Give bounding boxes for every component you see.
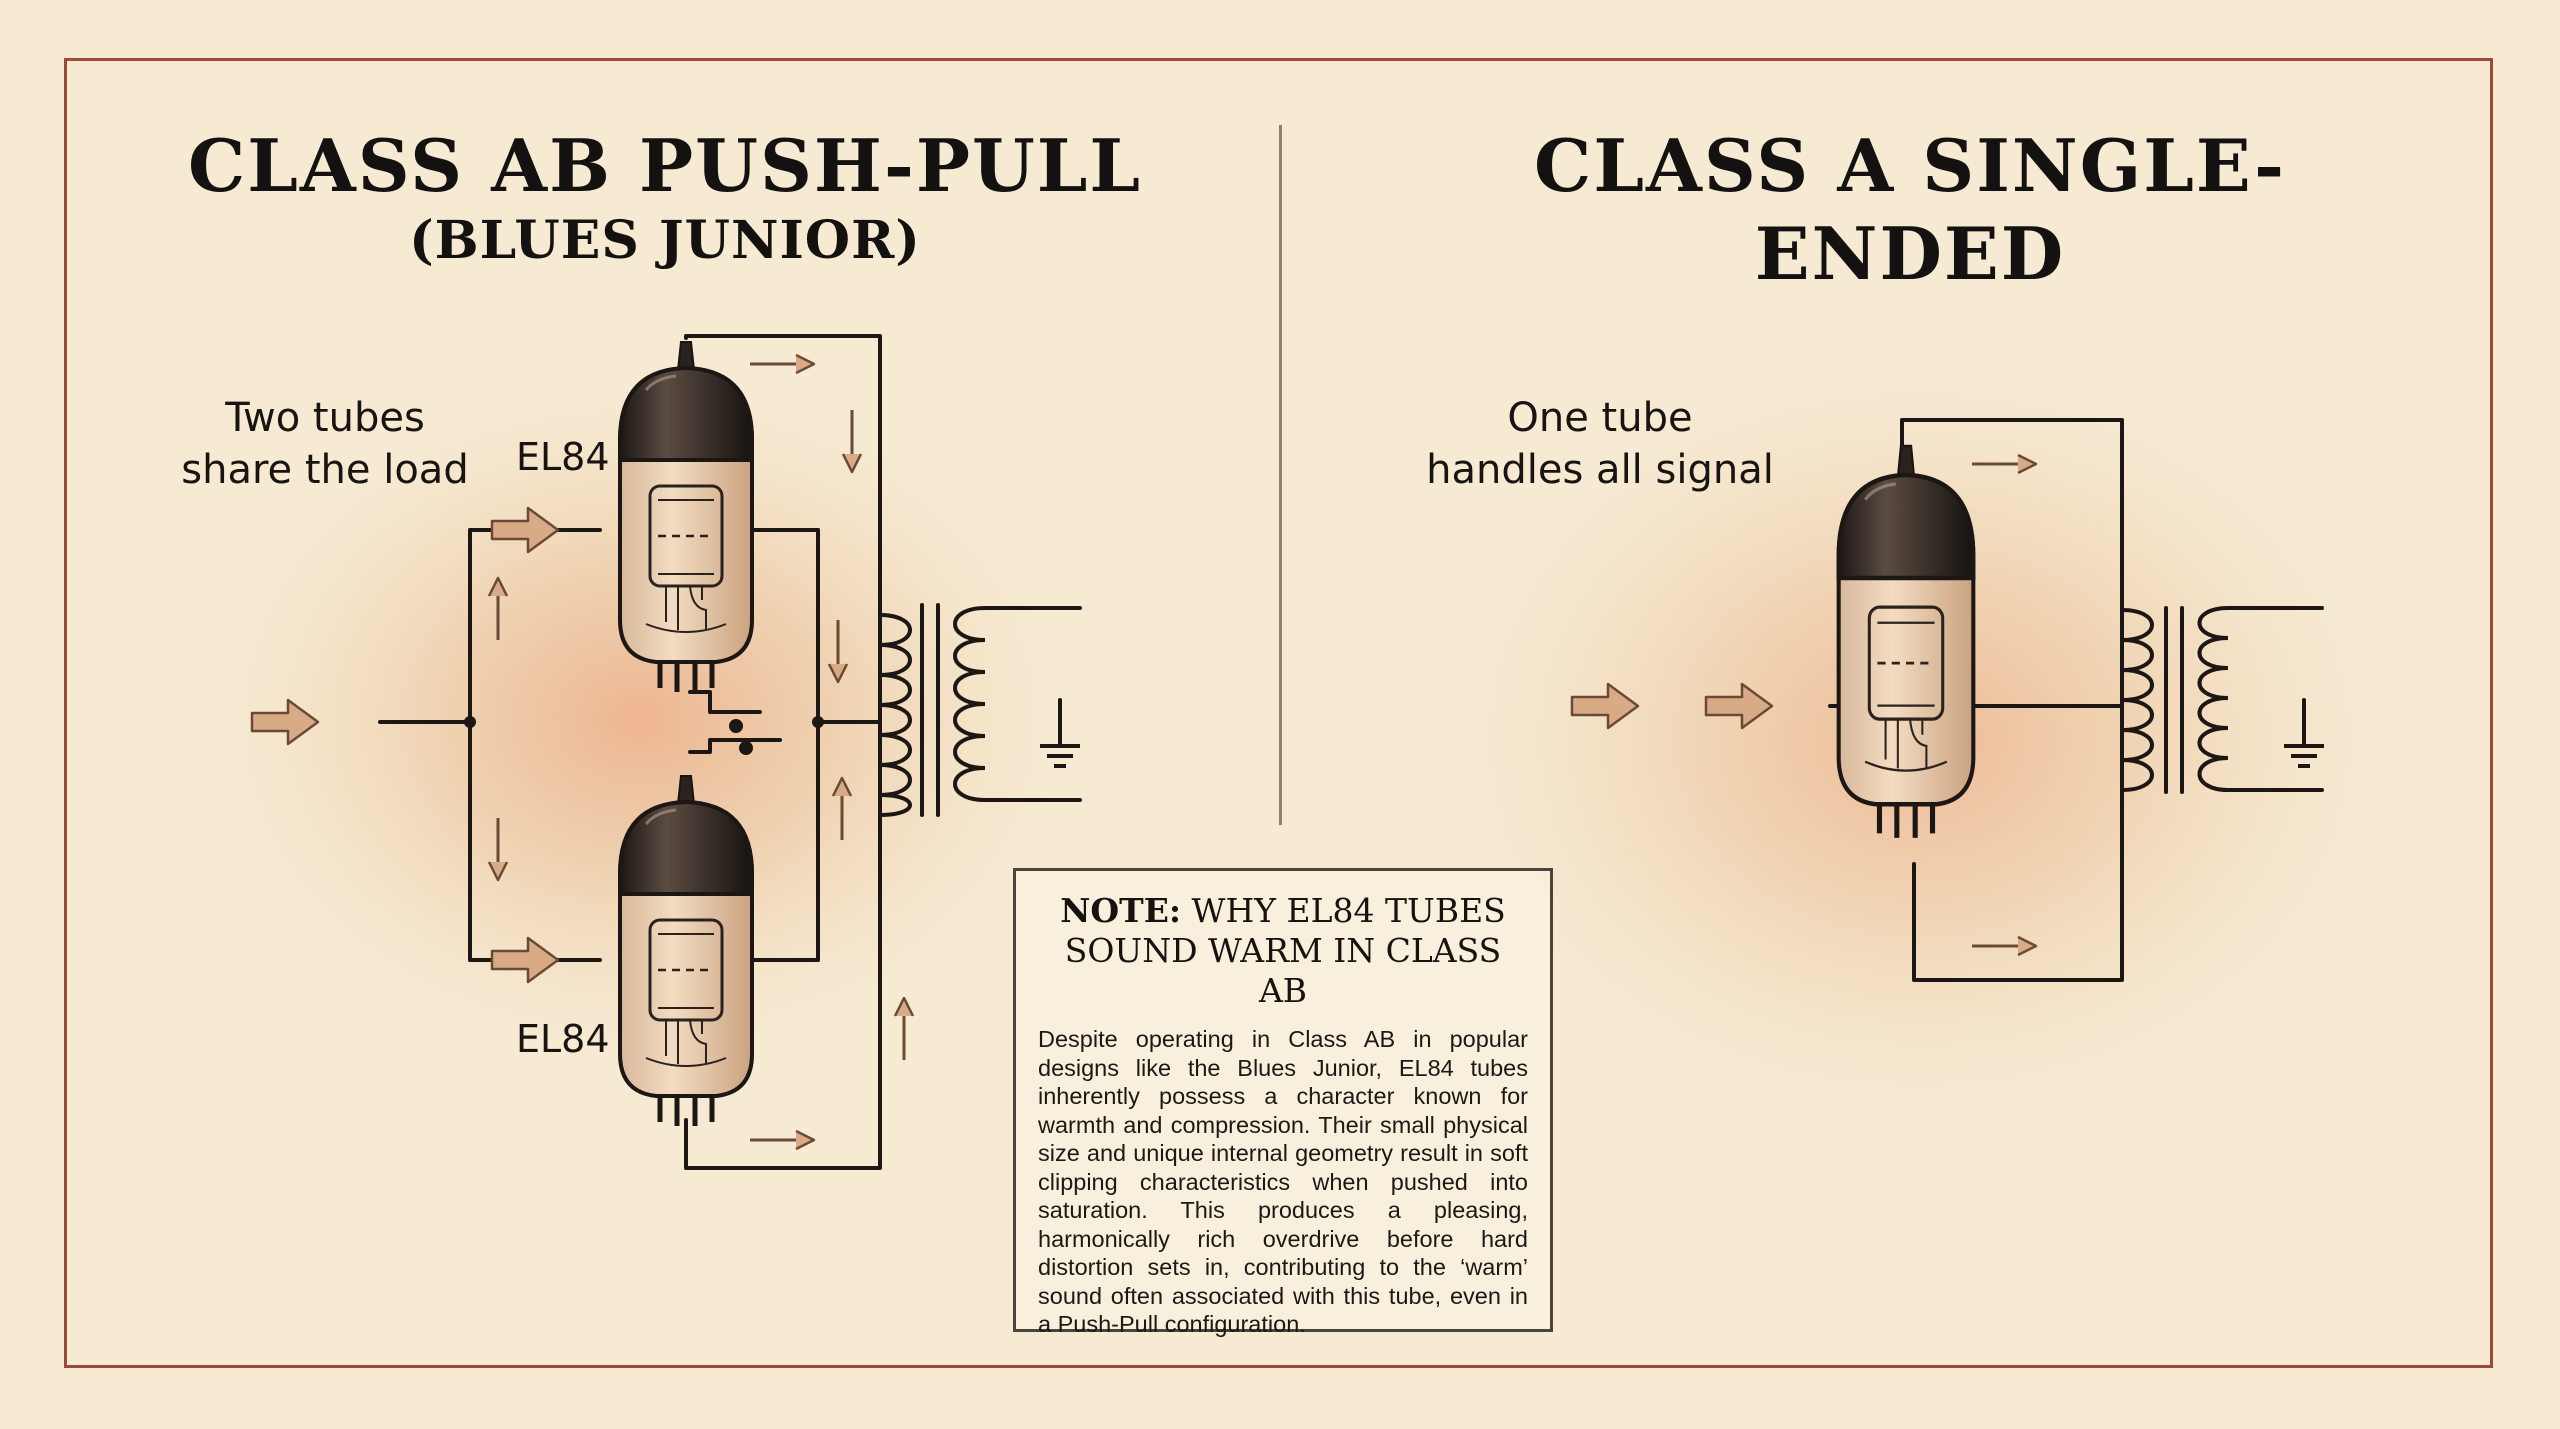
vacuum-tube-icon [620,342,752,692]
signal-arrow-icon [748,1129,816,1151]
left-watercolor-glow [220,390,1060,1050]
left-panel-title: CLASS AB PUSH-PULL [187,123,1143,208]
panel-divider [1279,125,1282,825]
note-heading: NOTE: WHY EL84 TUBES SOUND WARM IN CLASS… [1038,891,1528,1011]
page-border [64,58,2493,1368]
right-caption-line2: handles all signal [1426,447,1774,493]
right-caption-line1: One tube [1507,395,1693,441]
left-caption-line2: share the load [181,447,469,493]
vacuum-tube-icon [620,776,752,1126]
note-heading-prefix: NOTE: [1060,891,1182,930]
tube-label-top: EL84 [516,435,610,479]
vacuum-tube-icon [1839,446,1974,838]
tube-label-bottom: EL84 [516,1017,610,1061]
left-caption-line1: Two tubes [225,395,425,441]
right-panel-title: CLASS A SINGLE-ENDED [1534,123,2286,296]
note-heading-line1: WHY EL84 TUBES [1181,891,1506,930]
left-panel-subtitle: (BLUES JUNIOR) [409,210,921,271]
note-body: Despite operating in Class AB in popular… [1038,1026,1528,1337]
note-box: NOTE: WHY EL84 TUBES SOUND WARM IN CLASS… [1013,868,1553,1337]
output-transformer-icon [878,603,1082,817]
signal-arrow-icon [748,353,816,375]
push-pull-wiring [378,334,882,1170]
note-heading-line2: SOUND WARM IN CLASS AB [1064,931,1502,1010]
signal-arrow-icon [893,996,915,1062]
